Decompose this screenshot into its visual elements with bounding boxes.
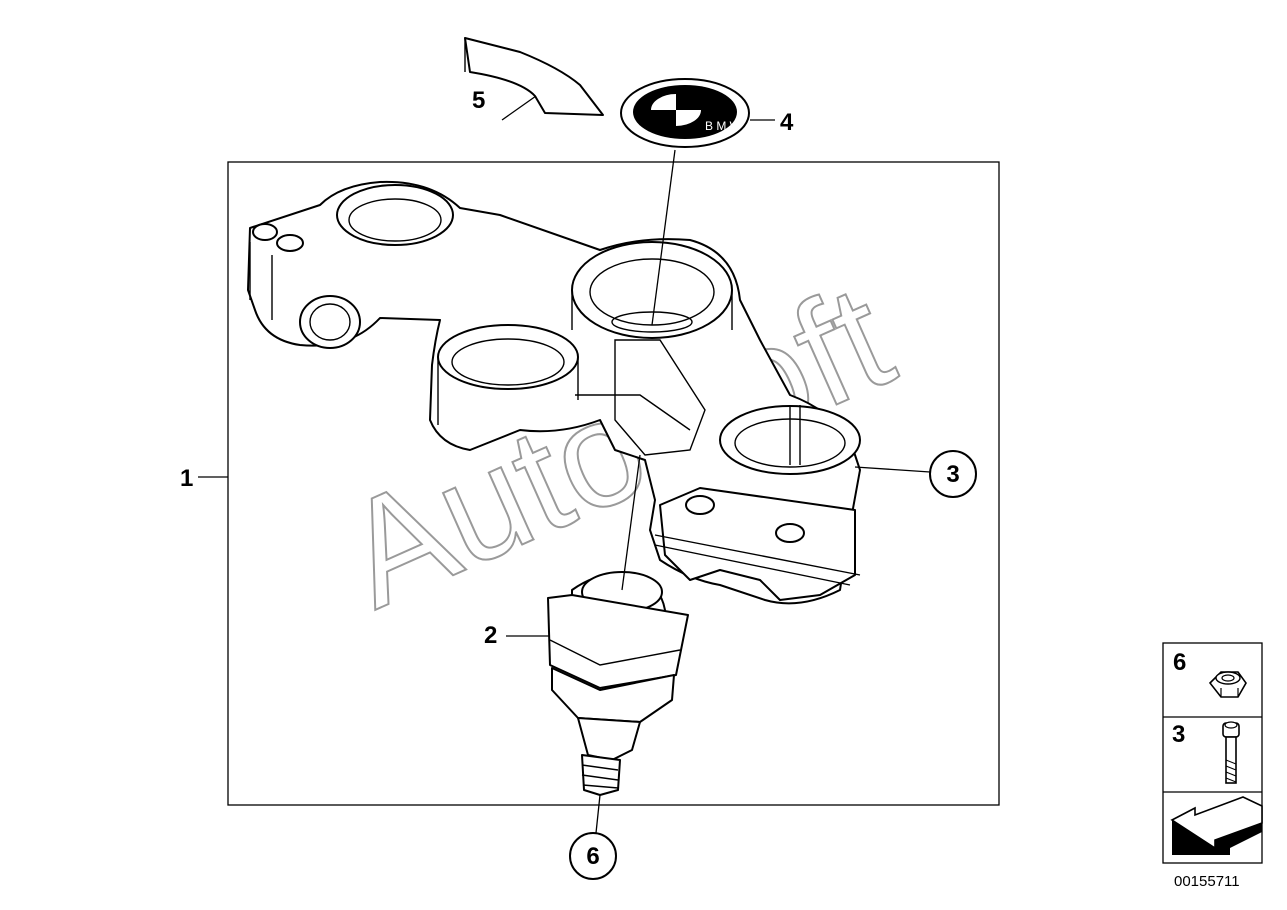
callout-2[interactable]: 2 bbox=[484, 622, 497, 649]
legend-row2-number: 3 bbox=[1172, 721, 1185, 748]
legend-row1-number: 6 bbox=[1173, 649, 1186, 676]
assembly-frame bbox=[227, 161, 1000, 806]
emblem-letters: B M W bbox=[705, 119, 742, 133]
callout-6[interactable]: 6 bbox=[569, 832, 617, 880]
steering-stem-part[interactable] bbox=[547, 571, 689, 796]
svg-text:6: 6 bbox=[586, 843, 599, 870]
hex-nut-icon[interactable] bbox=[1208, 671, 1247, 698]
callout-3[interactable]: 3 bbox=[929, 450, 977, 498]
direction-arrow-icon[interactable] bbox=[1170, 796, 1263, 855]
socket-bolt-icon[interactable] bbox=[1222, 721, 1240, 784]
legend-panel: 6 3 bbox=[1162, 642, 1263, 864]
cover-plate-part[interactable] bbox=[464, 37, 604, 116]
emblem-part[interactable]: B M W bbox=[620, 78, 750, 148]
document-id: 00155711 bbox=[1174, 873, 1240, 890]
callout-4[interactable]: 4 bbox=[780, 109, 794, 136]
callout-5[interactable]: 5 bbox=[472, 87, 485, 114]
triple-clamp-part[interactable] bbox=[247, 180, 861, 605]
callout-1[interactable]: 1 bbox=[180, 465, 193, 492]
svg-text:3: 3 bbox=[946, 461, 959, 488]
